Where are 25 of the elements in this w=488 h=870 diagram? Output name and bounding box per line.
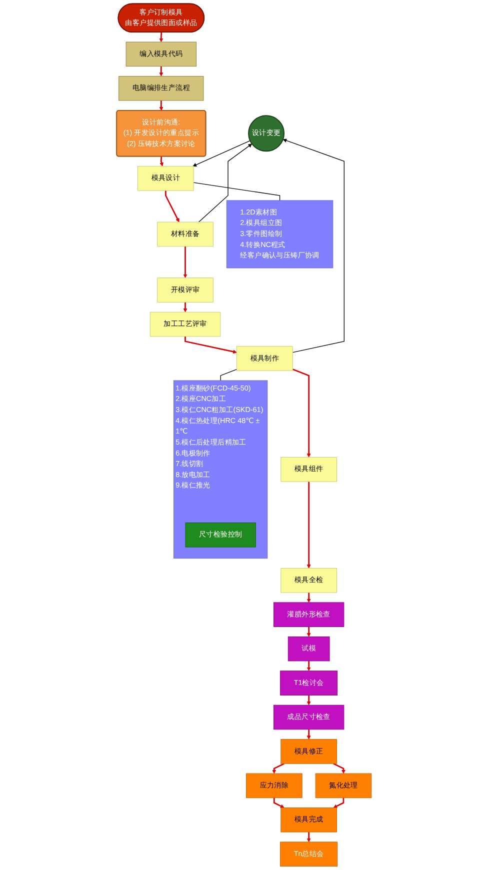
arrow [192, 140, 250, 167]
arrow [306, 660, 311, 672]
arrow [333, 798, 344, 808]
arrow [306, 832, 311, 842]
arrow [306, 482, 311, 568]
arrow [159, 66, 164, 76]
arrow [292, 368, 311, 458]
arrow [306, 695, 311, 706]
arrow [333, 763, 346, 774]
arrow [159, 100, 164, 111]
arrow [160, 156, 164, 166]
arrow [159, 32, 164, 42]
connector [193, 182, 280, 201]
arrow [306, 626, 311, 637]
arrow [198, 144, 252, 222]
arrow [272, 763, 284, 774]
arrow [183, 246, 188, 278]
connector [220, 368, 238, 381]
arrow [282, 138, 344, 353]
arrow [306, 729, 311, 740]
arrow [183, 302, 188, 312]
arrow [165, 190, 180, 222]
arrow [273, 798, 284, 808]
arrow [306, 592, 311, 603]
arrow [184, 336, 237, 354]
